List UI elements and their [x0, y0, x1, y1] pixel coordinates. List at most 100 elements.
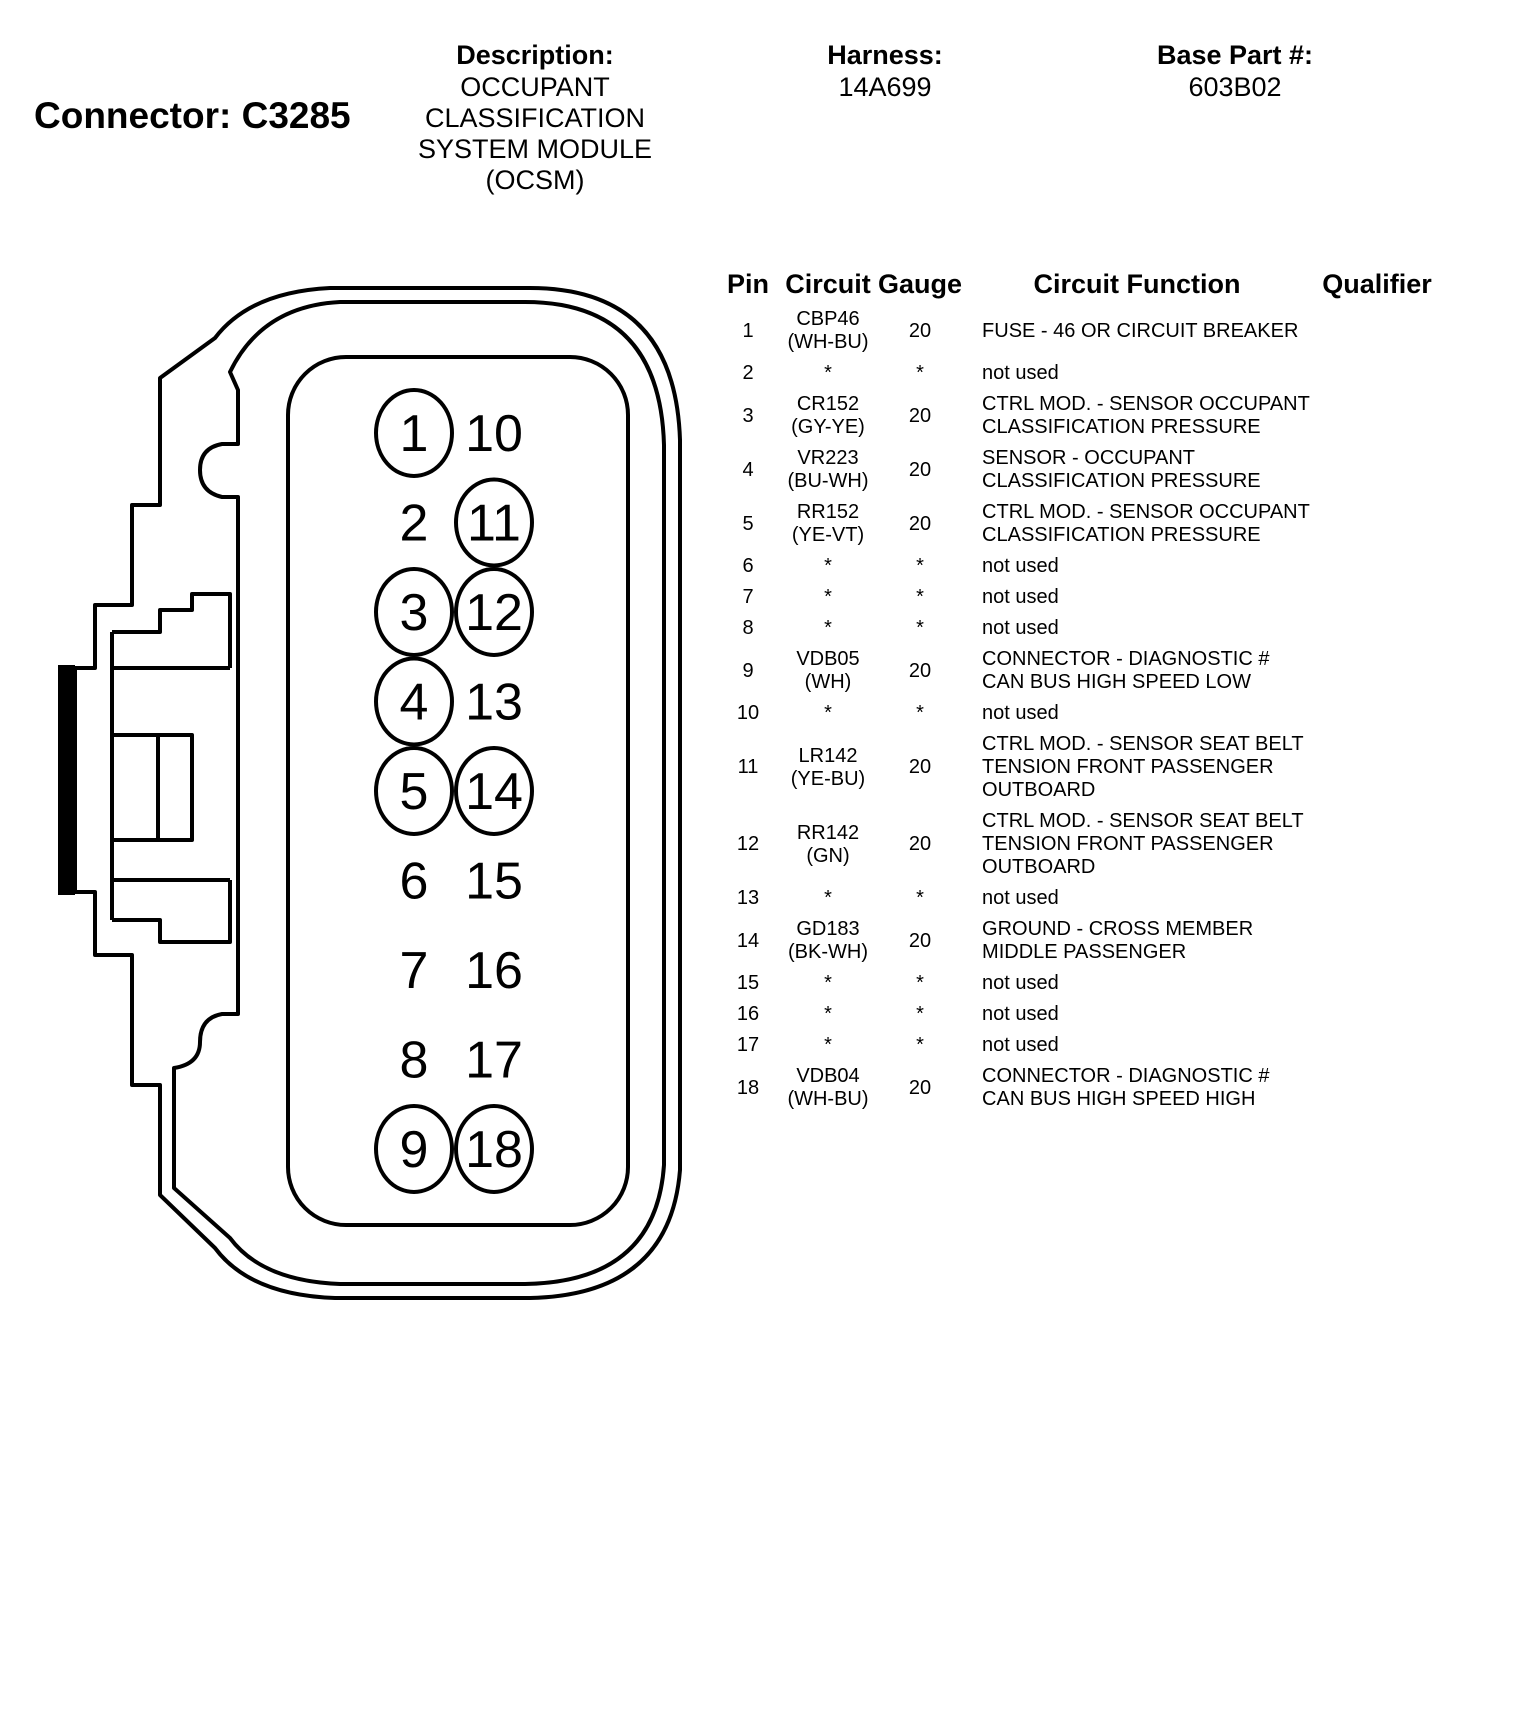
wire-color: (BK-WH): [788, 941, 868, 963]
circuit-cell: CBP46(WH-BU): [778, 304, 878, 358]
gauge-cell: *: [916, 617, 924, 639]
circuit-cell: RR142(GN): [778, 806, 878, 883]
table-row: 6**not used: [718, 551, 1442, 582]
circuit-cell: *: [778, 613, 878, 644]
circuit-id: RR142: [796, 821, 860, 844]
col-header-circuit-function: Circuit Function: [1033, 268, 1241, 299]
latch-window: [110, 733, 194, 842]
circuit-cell: *: [778, 1030, 878, 1061]
connector-outer-shell: [73, 286, 682, 1300]
pin-10-label: 10: [465, 405, 523, 463]
qualifier-cell: [1312, 729, 1442, 806]
pin-5-label: 5: [400, 763, 429, 821]
pin-number: 7: [742, 586, 754, 608]
col-header-qualifier: Qualifier: [1322, 268, 1432, 299]
pin-8-label: 8: [400, 1032, 429, 1090]
harness-value: 14A699: [838, 72, 932, 102]
base-part-label: Base Part #:: [1156, 40, 1314, 70]
circuit-id: *: [824, 362, 832, 384]
pin-9-label: 9: [400, 1121, 429, 1179]
qualifier-cell: [1312, 497, 1442, 551]
circuit-cell: GD183(BK-WH): [778, 914, 878, 968]
table-row: 2**not used: [718, 358, 1442, 389]
harness-block: Harness: 14A699: [760, 38, 1010, 103]
qualifier-cell: [1312, 582, 1442, 613]
table-row: 13**not used: [718, 883, 1442, 914]
circuit-function-cell: CTRL MOD. - SENSOR SEAT BELT TENSION FRO…: [982, 733, 1304, 801]
circuit-id: VDB05: [796, 648, 860, 670]
circuit-cell: *: [778, 999, 878, 1030]
qualifier-cell: [1312, 1030, 1442, 1061]
qualifier-cell: [1312, 806, 1442, 883]
base-part-value: 603B02: [1188, 72, 1282, 102]
pin-number: 18: [736, 1076, 760, 1099]
circuit-function-cell: CTRL MOD. - SENSOR OCCUPANT CLASSIFICATI…: [982, 393, 1310, 438]
pin-number: 14: [736, 929, 760, 952]
table-row: 7**not used: [718, 582, 1442, 613]
pin-number: 15: [736, 972, 760, 994]
circuit-cell: VDB05(WH): [778, 644, 878, 698]
pin-number: 1: [742, 319, 754, 342]
pin-number: 9: [742, 659, 754, 682]
circuit-function-cell: CONNECTOR - DIAGNOSTIC # CAN BUS HIGH SP…: [982, 1065, 1270, 1110]
connector-title: Connector: C3285: [34, 95, 351, 136]
circuit-id: VR223: [797, 447, 859, 469]
qualifier-cell: [1312, 389, 1442, 443]
circuit-id: *: [824, 617, 832, 639]
gauge-cell: 20: [908, 756, 932, 778]
qualifier-cell: [1312, 613, 1442, 644]
wire-color: (YE-BU): [790, 767, 866, 790]
pin-14-populated-ring: [454, 746, 534, 836]
pin-7-label: 7: [400, 942, 429, 1000]
wire-color: (GN): [806, 844, 850, 867]
circuit-function-cell: FUSE - 46 OR CIRCUIT BREAKER: [982, 319, 1299, 342]
gauge-cell: 20: [908, 833, 932, 855]
gauge-cell: *: [916, 555, 924, 577]
qualifier-cell: [1312, 551, 1442, 582]
circuit-function-cell: CTRL MOD. - SENSOR OCCUPANT CLASSIFICATI…: [982, 501, 1310, 546]
gauge-cell: *: [916, 887, 924, 909]
circuit-function-cell: CONNECTOR - DIAGNOSTIC # CAN BUS HIGH SP…: [982, 648, 1270, 693]
table-row: 15**not used: [718, 968, 1442, 999]
circuit-function-cell: not used: [982, 1003, 1059, 1025]
pin-number: 13: [736, 887, 760, 909]
gauge-cell: *: [916, 702, 924, 724]
gauge-cell: *: [916, 586, 924, 608]
pinout-table: Pin Circuit Gauge Circuit Function Quali…: [718, 264, 1442, 1115]
wire-color: (GY-YE): [791, 416, 865, 438]
circuit-function-cell: SENSOR - OCCUPANT CLASSIFICATION PRESSUR…: [982, 447, 1261, 492]
circuit-cell: *: [778, 358, 878, 389]
circuit-id: RR152: [796, 501, 860, 523]
qualifier-cell: [1312, 968, 1442, 999]
circuit-cell: RR152(YE-VT): [778, 497, 878, 551]
col-header-pin: Pin: [726, 268, 769, 299]
pin-2-label: 2: [400, 495, 429, 553]
pin-number: 17: [736, 1034, 760, 1056]
circuit-function-cell: GROUND - CROSS MEMBER MIDDLE PASSENGER: [982, 918, 1254, 963]
pin-number: 5: [742, 512, 754, 535]
pin-number: 11: [737, 756, 759, 778]
pin-17-label: 17: [465, 1032, 523, 1090]
circuit-function-cell: not used: [982, 1034, 1059, 1056]
circuit-id: *: [824, 555, 832, 577]
table-row: 5 RR152(YE-VT) 20 CTRL MOD. - SENSOR OCCUPA…: [718, 497, 1442, 551]
pin-number: 6: [742, 555, 754, 577]
pin-14-label: 14: [465, 763, 523, 821]
pin-9-populated-ring: [374, 1104, 454, 1194]
pin-12-populated-ring: [454, 567, 534, 657]
circuit-cell: *: [778, 582, 878, 613]
circuit-function-cell: not used: [982, 617, 1059, 639]
circuit-id: *: [824, 702, 832, 724]
connector-inner-shell: [172, 300, 666, 1286]
circuit-cell: LR142(YE-BU): [778, 729, 878, 806]
table-row: 17**not used: [718, 1030, 1442, 1061]
pin-3-label: 3: [400, 584, 429, 642]
pin-number: 12: [736, 833, 760, 855]
gauge-cell: 20: [908, 512, 932, 535]
qualifier-cell: [1312, 443, 1442, 497]
wire-color: (WH-BU): [787, 1088, 869, 1110]
